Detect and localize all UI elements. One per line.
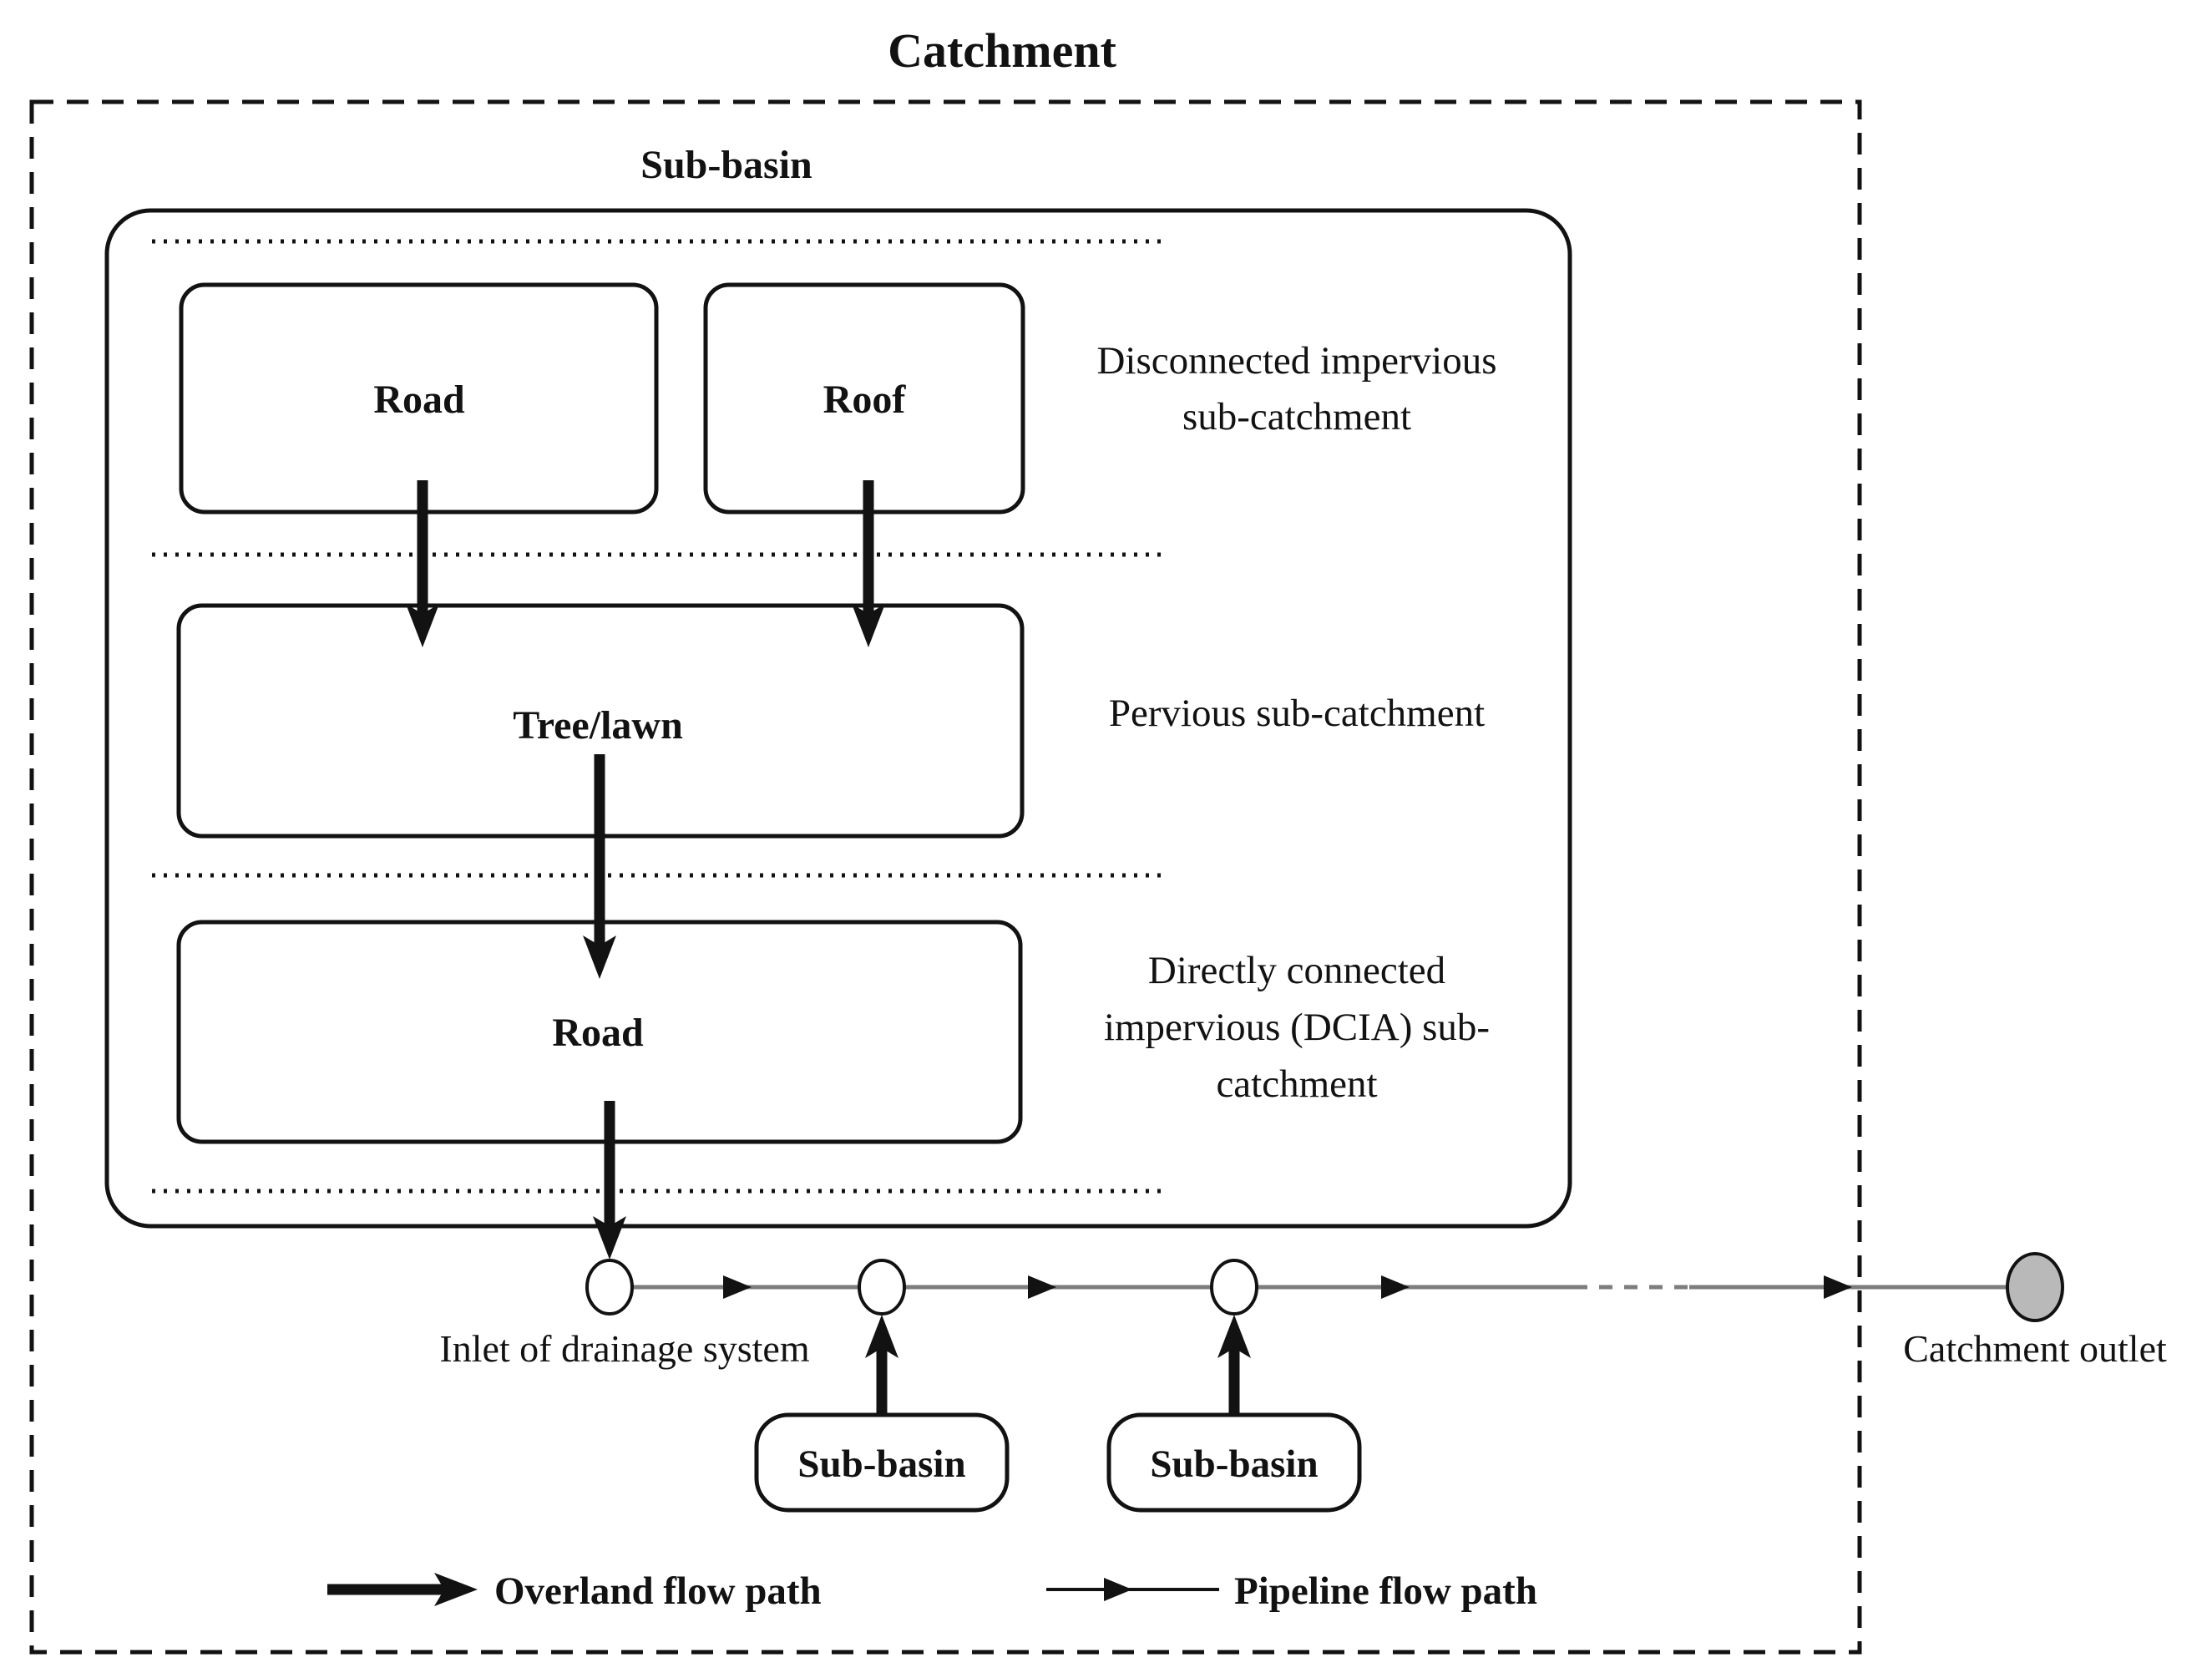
legend-overland-arrow	[327, 1573, 478, 1606]
road-dcia-label: Road	[552, 1011, 644, 1055]
legend-overland-label: Overland flow path	[494, 1569, 822, 1613]
inlet-label: Inlet of drainage system	[439, 1327, 809, 1370]
catchment-boundary	[29, 99, 1862, 1655]
overland-arrow-roof-to-treelawn	[852, 480, 885, 647]
legend-pipeline-arrow	[1046, 1578, 1219, 1601]
catchment-outlet-node	[2006, 1252, 2064, 1322]
inlet-node	[585, 1259, 634, 1316]
subbasin-node-label-1: Sub-basin	[797, 1442, 965, 1486]
dcia-zone-label-line1: Directly connected	[1148, 949, 1445, 992]
overland-arrow-subbasin-2-to-junction	[1217, 1315, 1251, 1417]
dcia-zone-label-line3: catchment	[1216, 1062, 1377, 1106]
disconnected-zone-label-line2: sub-catchment	[1182, 395, 1411, 439]
overland-arrow-road-to-treelawn	[406, 480, 439, 647]
pipeline-arrowhead-4	[1824, 1275, 1852, 1299]
tree-lawn-label: Tree/lawn	[513, 703, 683, 748]
catchment-title: Catchment	[888, 23, 1117, 78]
junction-node-1	[858, 1259, 906, 1316]
pipeline-arrowhead-2	[1028, 1275, 1056, 1299]
subbasin-node-label-2: Sub-basin	[1150, 1442, 1318, 1486]
catchment-outlet-label: Catchment outlet	[1903, 1327, 2167, 1370]
junction-node-2	[1210, 1259, 1258, 1316]
overland-arrow-treelawn-to-road	[583, 754, 616, 979]
disconnected-zone-label-line1: Disconnected impervious	[1096, 339, 1496, 383]
roof-label: Roof	[823, 378, 907, 422]
pipeline-arrowhead-1	[723, 1275, 752, 1299]
pervious-zone-label: Pervious sub-catchment	[1109, 692, 1485, 735]
pipeline-arrowhead-3	[1381, 1275, 1410, 1299]
subbasin-node-box-1	[754, 1412, 1010, 1513]
overland-arrow-subbasin-1-to-junction	[865, 1315, 898, 1417]
subbasin-node-box-2	[1106, 1412, 1362, 1513]
dcia-zone-label-line2: impervious (DCIA) sub-	[1104, 1006, 1490, 1049]
subbasin-container-label: Sub-basin	[640, 143, 812, 187]
legend-pipeline-label: Pipeline flow path	[1234, 1569, 1537, 1613]
overland-arrow-road-to-inlet	[593, 1101, 626, 1260]
road-disconnected-label: Road	[373, 378, 465, 422]
